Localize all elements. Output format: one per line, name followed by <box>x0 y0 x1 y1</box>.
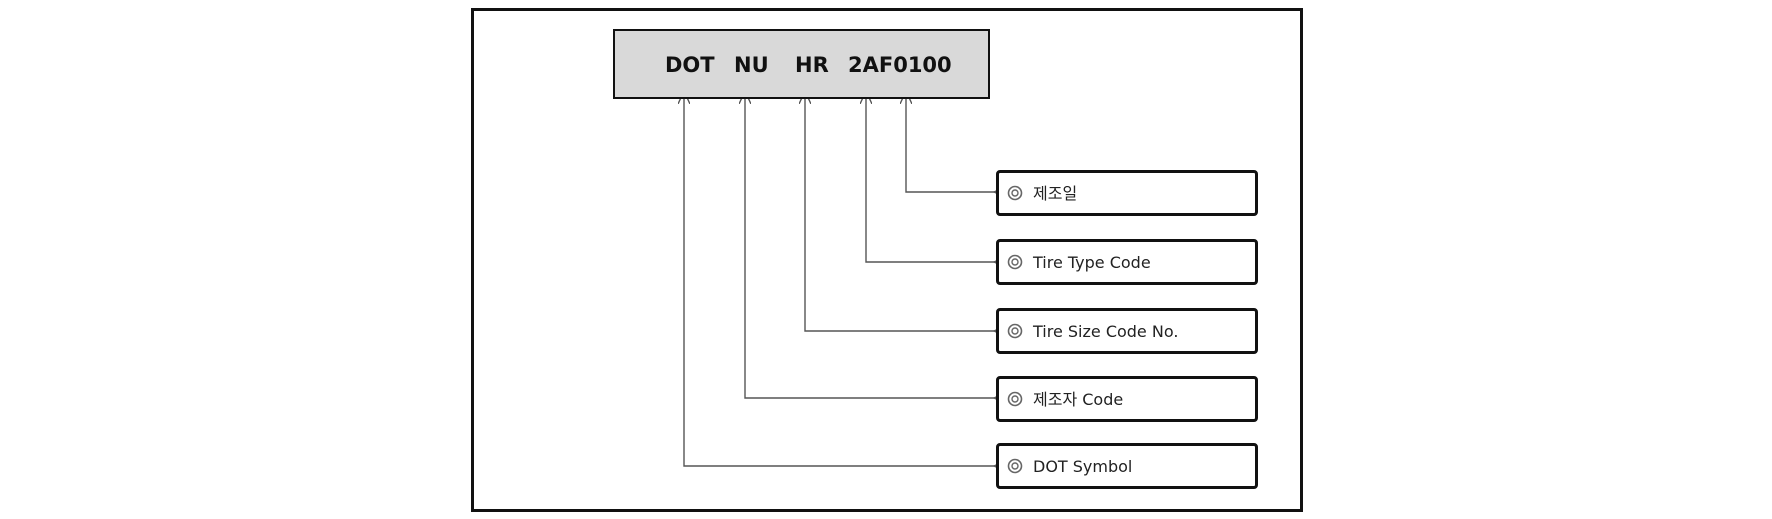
double-circle-icon <box>1007 323 1023 339</box>
label-box-tire-size-code: Tire Size Code No. <box>996 308 1258 354</box>
label-tire-type-code: Tire Type Code <box>1033 253 1151 272</box>
connector-tire-size-code <box>805 91 994 331</box>
double-circle-icon <box>1007 458 1023 474</box>
label-box-tire-type-code: Tire Type Code <box>996 239 1258 285</box>
double-circle-icon <box>1007 391 1023 407</box>
double-circle-icon <box>1007 185 1023 201</box>
connector-manufacturer-code <box>745 91 994 398</box>
label-manufacture-date: 제조일 <box>1033 184 1078 203</box>
label-dot-symbol: DOT Symbol <box>1033 457 1133 476</box>
double-circle-icon <box>1007 254 1023 270</box>
connector-tire-type-code <box>866 91 994 262</box>
code-part-manufacturer: NU <box>734 53 769 77</box>
label-box-manufacturer-code: 제조자 Code <box>996 376 1258 422</box>
connector-manufacture-date <box>906 91 994 192</box>
code-part-size: HR <box>795 53 829 77</box>
label-tire-size-code: Tire Size Code No. <box>1033 322 1179 341</box>
code-part-type-date: 2AF0100 <box>848 53 952 77</box>
code-part-dot: DOT <box>665 53 715 77</box>
label-box-dot-symbol: DOT Symbol <box>996 443 1258 489</box>
dot-code-box: DOT NU HR 2AF0100 <box>613 29 990 99</box>
label-box-manufacture-date: 제조일 <box>996 170 1258 216</box>
label-manufacturer-code: 제조자 Code <box>1033 390 1124 409</box>
connector-dot-symbol <box>684 91 994 466</box>
